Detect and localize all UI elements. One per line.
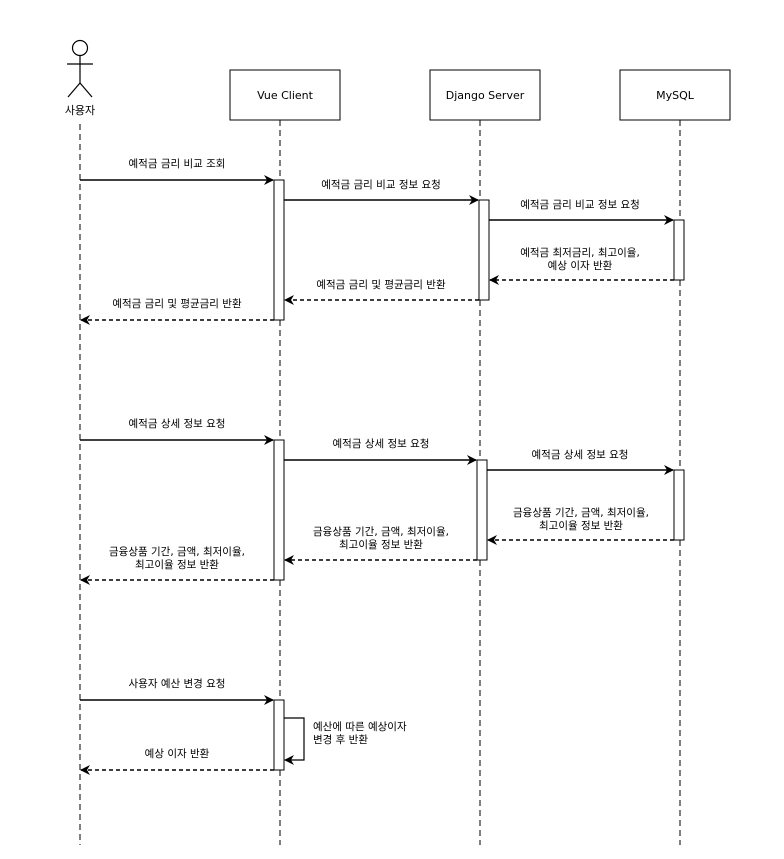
actor-name: 사용자 <box>65 104 95 117</box>
actor-user: 사용자 <box>65 39 95 117</box>
activation-vue-client <box>273 699 285 771</box>
participant-vue-client: Vue Client <box>229 69 341 121</box>
participant-name: MySQL <box>656 89 695 102</box>
message-label: 예적금 금리 비교 정보 요청 <box>520 198 640 211</box>
activation-vue-client <box>273 439 285 581</box>
participant-name: Vue Client <box>257 89 314 102</box>
message-label: 금융상품 기간, 금액, 최저이율,최고이율 정보 반환 <box>313 526 449 551</box>
activation-vue-client <box>273 179 285 321</box>
activation-mysql <box>673 219 685 281</box>
activation-django-server <box>476 459 488 561</box>
message-label: 예적금 최저금리, 최고이율,예상 이자 반환 <box>520 246 640 272</box>
message-label: 예적금 금리 비교 조회 <box>129 157 226 170</box>
person-icon <box>67 39 93 98</box>
message-label: 예적금 상세 정보 요청 <box>129 417 226 430</box>
message-label: 금융상품 기간, 금액, 최저이율,최고이율 정보 반환 <box>109 546 245 571</box>
participant-mysql: MySQL <box>619 69 731 121</box>
message-label: 예상 이자 반환 <box>145 747 210 760</box>
message-label: 사용자 예산 변경 요청 <box>129 677 226 690</box>
activation-mysql <box>673 469 685 541</box>
activation-django-server <box>478 199 490 301</box>
participant-django-server: Django Server <box>429 69 541 121</box>
message-label: 예적금 금리 및 평균금리 반환 <box>112 297 242 310</box>
message-label: 예적금 금리 및 평균금리 반환 <box>316 278 446 291</box>
message-label: 예적금 금리 비교 정보 요청 <box>321 178 441 191</box>
self-message-arrow <box>284 717 305 765</box>
participant-name: Django Server <box>446 89 525 102</box>
message-label: 예적금 상세 정보 요청 <box>333 437 430 450</box>
message-label: 금융상품 기간, 금액, 최저이율,최고이율 정보 반환 <box>513 507 649 532</box>
message-label: 예적금 상세 정보 요청 <box>532 448 629 461</box>
